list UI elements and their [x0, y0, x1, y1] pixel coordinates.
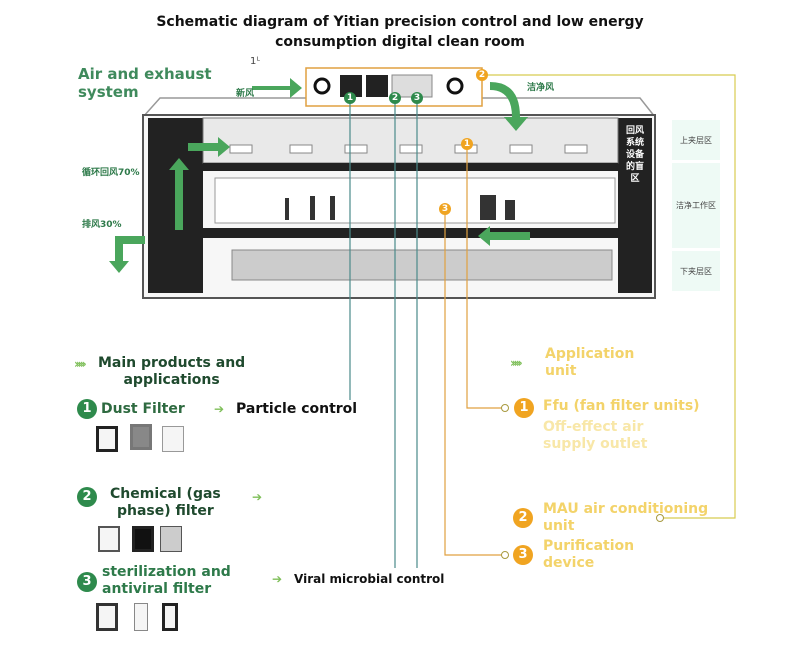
arrow-icon: ➔	[252, 490, 262, 504]
filter-section	[340, 75, 362, 97]
raised-floor	[203, 228, 618, 238]
app-3-badge: 3	[513, 545, 533, 565]
ffu-marker: 1	[461, 138, 473, 150]
heading-line2: unit	[545, 363, 577, 379]
lower-plenum	[231, 249, 613, 281]
filter-image	[134, 603, 148, 631]
filter-image	[96, 603, 118, 631]
zone-lower: 下夹层区	[672, 251, 720, 291]
line1: MAU air conditioning	[543, 501, 709, 517]
air-system-heading: Air and exhaust system	[78, 65, 212, 101]
filter-image	[160, 526, 182, 552]
zone-work: 洁净工作区	[672, 163, 720, 248]
upper-plenum	[202, 117, 619, 164]
ahu-marker-1: 1	[344, 92, 356, 104]
heading-line1: Application	[545, 346, 635, 362]
app-2-text: MAU air conditioning unit	[543, 501, 708, 535]
purification-marker: 3	[439, 203, 451, 215]
fan-icon	[313, 77, 331, 95]
app-1-badge: 1	[514, 398, 534, 418]
heading-line2: applications	[123, 372, 220, 388]
clean-air-label: 洁净风	[527, 83, 555, 93]
return-air-label: 循环回风70%	[82, 168, 140, 178]
product-1-application: Particle control	[236, 401, 358, 417]
products-heading: Main products and applications	[98, 355, 245, 389]
ffu-outlets	[229, 144, 588, 154]
leader-endpoints	[501, 404, 664, 559]
arrow-icon: ➔	[214, 402, 224, 416]
mau-marker: 2	[476, 69, 488, 81]
filter-image	[162, 426, 184, 452]
product-1-name: Dust Filter	[101, 401, 185, 417]
name-line2: antiviral filter	[102, 581, 212, 597]
title-line2: consumption digital clean room	[275, 34, 525, 50]
zone-upper: 上夹层区	[672, 120, 720, 160]
title-line1: Schematic diagram of Yitian precision co…	[156, 14, 644, 30]
app-3-text: Purification device	[543, 538, 634, 572]
product-3-badge: 3	[77, 572, 97, 592]
line3: supply outlet	[543, 436, 648, 452]
line2: unit	[543, 518, 575, 534]
heading-line2: system	[78, 83, 139, 101]
fresh-air-arrow	[252, 78, 302, 98]
app-1-text: Ffu (fan filter units) Off-effect air su…	[543, 398, 700, 453]
ahu-marker-3: 3	[411, 92, 423, 104]
underfloor-arrow	[478, 226, 530, 246]
line2: device	[543, 555, 595, 571]
product-3-name: sterilization and antiviral filter	[102, 564, 231, 598]
exhaust-arrow	[109, 236, 145, 273]
line1: Ffu (fan filter units)	[543, 398, 700, 414]
filter-image	[96, 426, 118, 452]
product-3-application: Viral microbial control	[294, 572, 445, 586]
application-heading: Application unit	[545, 346, 634, 380]
name-line1: Chemical (gas	[110, 486, 221, 502]
clean-air-arrow	[490, 82, 528, 131]
mau-leader-line	[482, 74, 736, 519]
filter-image	[98, 526, 120, 552]
line1: Purification	[543, 538, 635, 554]
app-2-badge: 2	[513, 508, 533, 528]
section-marker: 1ᴸ	[250, 56, 260, 67]
ceiling-slab	[203, 163, 618, 171]
clean-work-area	[214, 177, 616, 224]
fan-icon	[446, 77, 464, 95]
heading-line1: Main products and	[98, 355, 246, 371]
diagram-title: Schematic diagram of Yitian precision co…	[0, 12, 800, 52]
ahu-marker-2: 2	[389, 92, 401, 104]
chevrons-icon: ›››››	[510, 356, 523, 370]
filter-section	[366, 75, 388, 97]
filter-image	[132, 526, 154, 552]
name-line2: phase) filter	[116, 503, 214, 519]
blind-zone-label: 回风系统设备的盲区	[625, 126, 644, 184]
fresh-air-label: 新风	[236, 89, 255, 99]
product-2-name: Chemical (gas phase) filter	[110, 486, 221, 520]
arrow-icon: ➔	[272, 572, 282, 586]
chevrons-icon: ›››››	[74, 357, 87, 371]
name-line1: sterilization and	[102, 564, 231, 580]
right-return-shaft	[618, 118, 652, 293]
product-leader-lines	[349, 97, 418, 568]
heading-line1: Air and exhaust	[78, 65, 212, 83]
product-2-badge: 2	[77, 487, 97, 507]
line2: Off-effect air	[543, 419, 644, 435]
equipment-and-people	[285, 195, 515, 220]
return-up-arrow	[169, 158, 189, 230]
filter-image	[162, 603, 178, 631]
application-leader-lines	[444, 145, 505, 556]
filter-image	[130, 424, 152, 450]
supply-arrow	[188, 137, 230, 157]
exhaust-label: 排风30%	[82, 220, 122, 230]
product-1-badge: 1	[77, 399, 97, 419]
